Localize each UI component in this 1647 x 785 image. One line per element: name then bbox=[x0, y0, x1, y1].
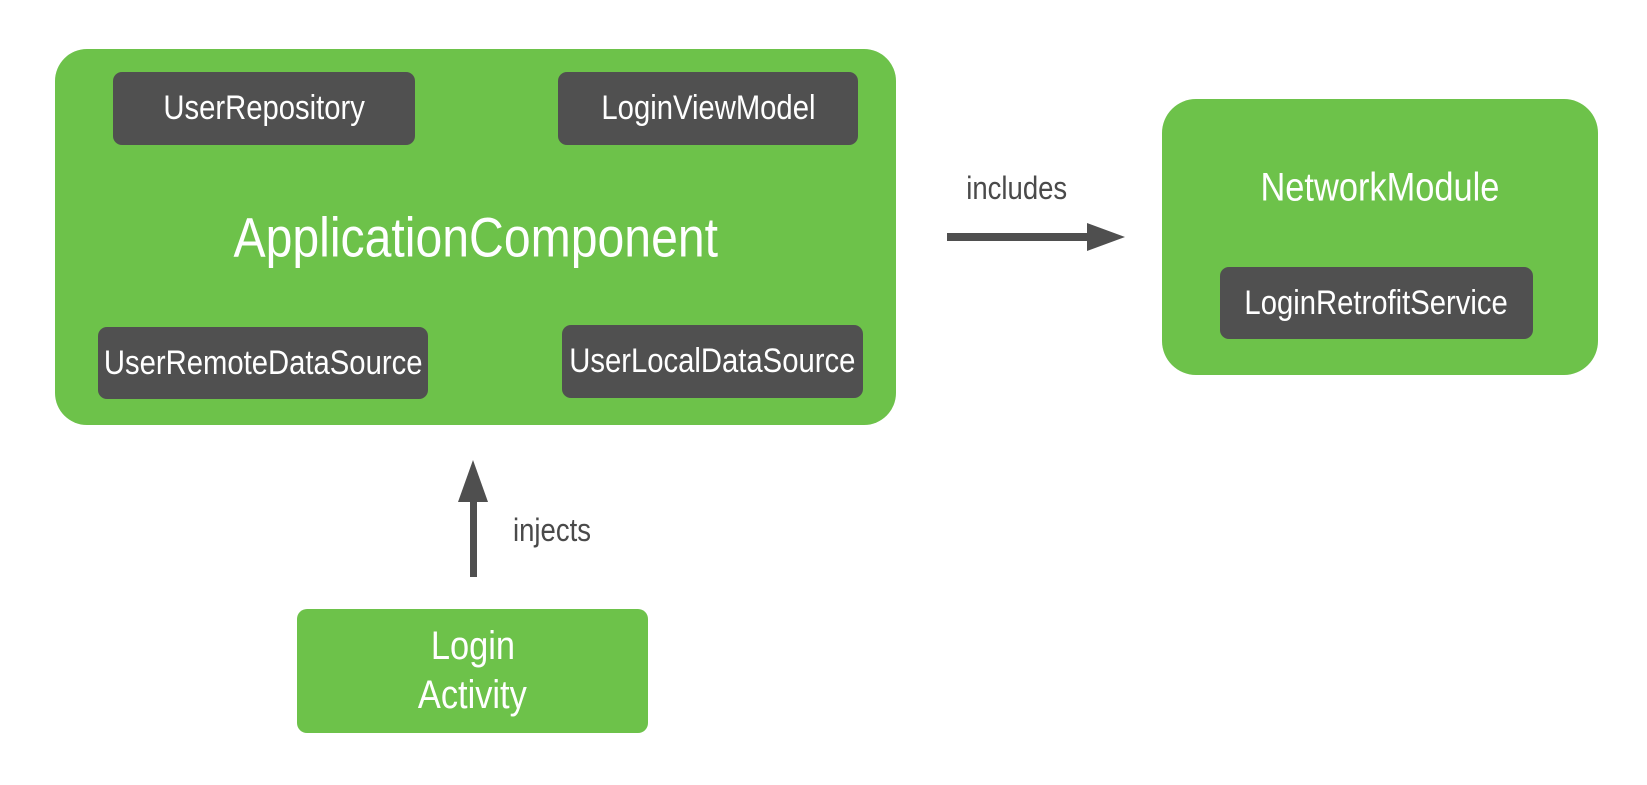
application-component-title: ApplicationComponent bbox=[233, 205, 718, 269]
user-local-data-source-chip: UserLocalDataSource bbox=[562, 325, 863, 398]
injects-arrow-head-icon bbox=[458, 460, 488, 502]
injects-edge-label: injects bbox=[513, 512, 592, 548]
includes-edge-label: includes bbox=[966, 170, 1068, 206]
login-view-model-chip: LoginViewModel bbox=[558, 72, 858, 145]
login-activity-title-line2: Activity bbox=[418, 673, 527, 717]
network-module-title: NetworkModule bbox=[1260, 165, 1500, 210]
application-component-box: UserRepository LoginViewModel Applicatio… bbox=[55, 49, 896, 425]
login-activity-box: Login Activity bbox=[297, 609, 648, 733]
login-activity-title-line1: Login bbox=[430, 624, 515, 668]
injects-arrow-line bbox=[470, 500, 477, 577]
login-retrofit-service-label: LoginRetrofitService bbox=[1244, 283, 1509, 322]
user-remote-data-source-label: UserRemoteDataSource bbox=[103, 343, 423, 382]
login-retrofit-service-chip: LoginRetrofitService bbox=[1220, 267, 1533, 339]
user-remote-data-source-chip: UserRemoteDataSource bbox=[98, 327, 428, 399]
user-repository-chip: UserRepository bbox=[113, 72, 415, 145]
user-local-data-source-label: UserLocalDataSource bbox=[569, 342, 856, 380]
user-repository-label: UserRepository bbox=[163, 89, 365, 127]
includes-arrow-line bbox=[947, 233, 1087, 241]
network-module-box: NetworkModule LoginRetrofitService bbox=[1162, 99, 1598, 375]
login-view-model-label: LoginViewModel bbox=[600, 89, 816, 127]
includes-arrow-head-icon bbox=[1087, 223, 1125, 251]
